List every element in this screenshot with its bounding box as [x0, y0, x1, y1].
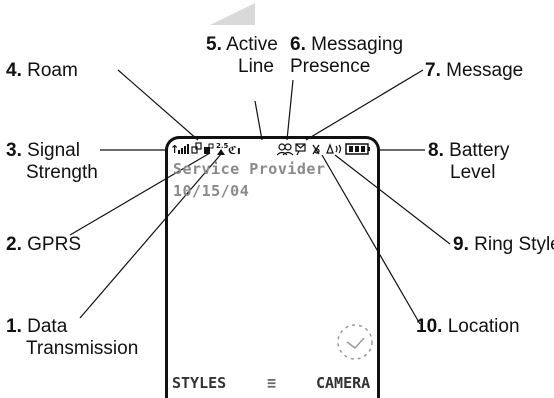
label-active-line-2: Line	[238, 56, 274, 77]
antenna-shape	[210, 3, 255, 25]
label-messaging-presence: 6. Messaging	[290, 34, 404, 55]
phone-display	[165, 136, 380, 398]
gprs-icon	[204, 143, 214, 154]
label-messaging-presence-2: Presence	[290, 56, 371, 77]
battery-icon	[345, 143, 370, 155]
label-battery-level-2: Level	[450, 162, 496, 183]
messaging-presence-icon	[276, 143, 294, 156]
gprs-indicator: 2.5	[216, 142, 229, 150]
leader-gprs	[69, 152, 211, 236]
ring-style-icon	[326, 143, 342, 154]
leader-active-line	[254, 100, 263, 141]
label-signal-strength-2: Strength	[26, 162, 98, 183]
status-bar: ↑ 2.5 ℭı	[170, 142, 370, 157]
leader-ring-style	[334, 154, 451, 245]
left-soft-key[interactable]: STYLES	[172, 374, 227, 392]
label-roam: 4. Roam	[6, 60, 78, 81]
label-ring-style: 9. Ring Style	[453, 234, 554, 255]
message-icon	[295, 143, 306, 156]
leader-messaging-presence	[286, 79, 294, 141]
leader-data-transmission	[79, 152, 223, 319]
right-soft-key[interactable]: CAMERA	[316, 374, 371, 392]
signal-strength-icon: ↑	[170, 143, 189, 156]
location-icon	[312, 144, 320, 155]
label-active-line: 5. Active	[206, 34, 278, 55]
leader-location	[321, 154, 421, 325]
label-battery-level: 8. Battery	[428, 140, 510, 161]
service-provider-text: Service Provider	[173, 160, 326, 178]
label-data-transmission-2: Transmission	[26, 338, 139, 359]
label-gprs: 2. GPRS	[6, 234, 81, 255]
active-line-icon: ℭı	[228, 144, 241, 157]
label-data-transmission: 1. Data	[6, 316, 68, 337]
label-message: 7. Message	[425, 60, 524, 81]
clock-icon	[337, 324, 373, 360]
menu-icon[interactable]: ≡	[267, 374, 277, 392]
leader-roam	[117, 69, 199, 141]
label-location: 10. Location	[416, 316, 520, 337]
roam-icon	[217, 149, 225, 155]
label-signal-strength: 3. Signal	[6, 140, 80, 161]
data-transmission-icon	[191, 142, 202, 154]
date-text: 10/15/04	[173, 182, 250, 200]
leader-message	[305, 69, 424, 141]
svg-text:↑: ↑	[170, 143, 179, 156]
